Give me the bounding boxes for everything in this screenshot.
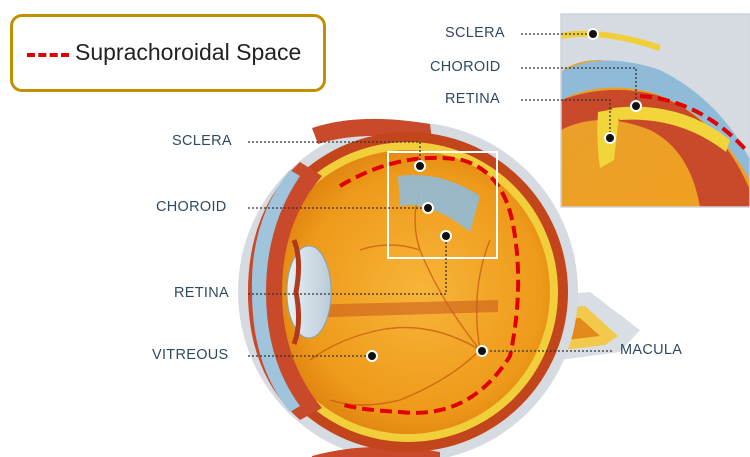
inset-label-sclera: SCLERA: [445, 25, 505, 41]
label-sclera: SCLERA: [172, 133, 232, 149]
label-choroid: CHOROID: [156, 199, 227, 215]
label-macula: MACULA: [620, 342, 682, 358]
inset-view: [561, 14, 750, 207]
label-retina: RETINA: [174, 285, 229, 301]
label-vitreous: VITREOUS: [152, 347, 229, 363]
inset-label-retina: RETINA: [445, 91, 500, 107]
inset-label-choroid: CHOROID: [430, 59, 501, 75]
